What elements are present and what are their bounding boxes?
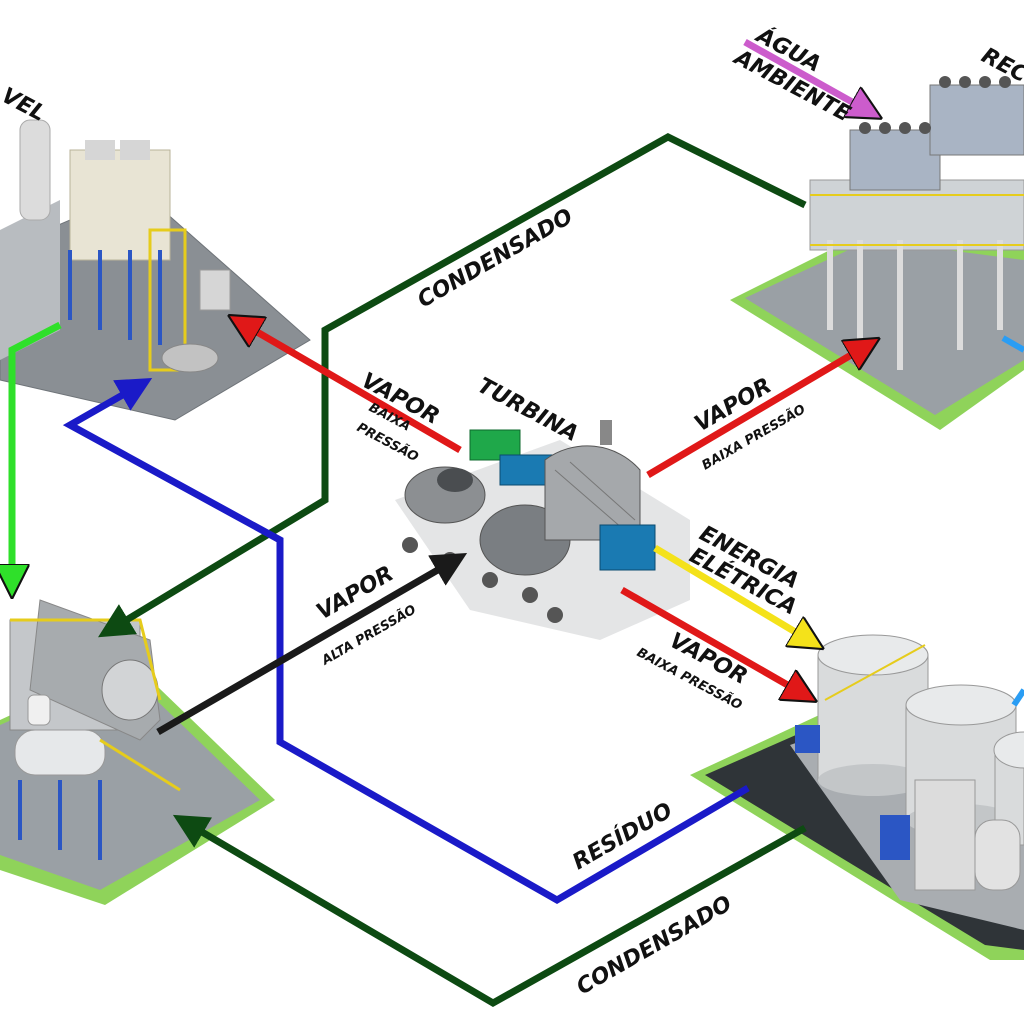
residuo-line [62,378,750,905]
vapor-baixa-left-arrow [240,322,462,454]
condensado-bottom-line [172,814,807,1008]
vapor-baixa-right-top-arrow [646,345,868,479]
cooling-plant [730,76,1024,430]
agua-ambiente-arrow [743,38,870,112]
boiler-plant [0,599,275,905]
turbine [395,420,690,640]
vapor-alta-arrow [156,552,468,736]
combustivel-line [12,321,62,585]
label-pressao-left: PRESSÃO [354,419,421,465]
condensado-top-line [98,133,807,638]
right-edge-blue-stub-bottom [1011,688,1024,707]
fuel-plant [0,119,311,421]
vapor-baixa-right-bottom-arrow [620,586,805,695]
tank-plant [690,634,1024,960]
right-edge-blue-stub-top [1001,335,1024,353]
label-condensado-top: CONDENSADO [414,204,578,313]
energia-arrow [653,544,812,642]
